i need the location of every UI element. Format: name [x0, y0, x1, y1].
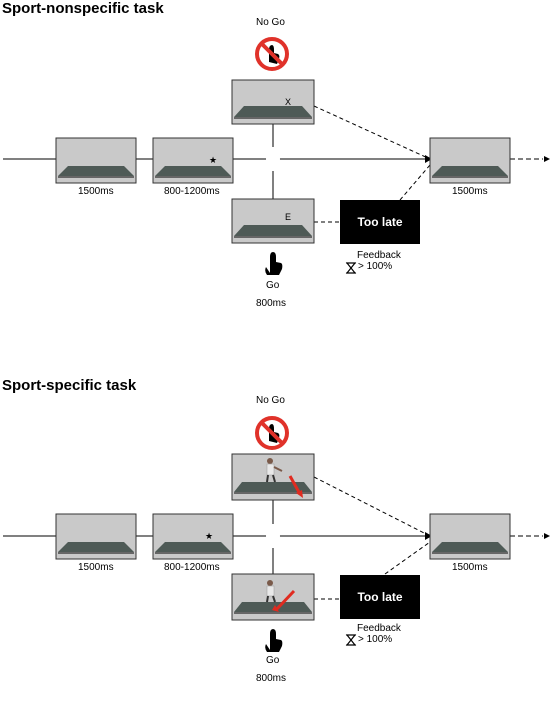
frame-nogo-player: [231, 453, 315, 501]
branch-node: [266, 152, 280, 166]
timing-first: 1500ms: [78, 562, 114, 573]
too-late-feedback-box: Too late: [340, 200, 420, 244]
timeline-end-arrowhead: [544, 156, 550, 162]
task-panel-nonspecific: Sport-nonspecific task ★: [0, 0, 553, 340]
timeline-end-arrowhead: [544, 533, 550, 539]
timing-last: 1500ms: [452, 186, 488, 197]
timing-last: 1500ms: [452, 562, 488, 573]
go-duration: 800ms: [256, 298, 287, 309]
too-late-feedback-box: Too late: [340, 575, 420, 619]
nogo-dashed-link: [313, 105, 431, 160]
trajectory-arrow: [274, 589, 296, 612]
pointing-hand-icon: [265, 252, 283, 275]
task-panel-specific: Sport-specific task ★: [0, 377, 553, 717]
frame-end: [429, 513, 511, 560]
feedback-threshold: > 100%: [358, 634, 393, 645]
no-hand-prohibition-icon: [255, 37, 289, 71]
feedback-threshold: > 100%: [358, 261, 393, 272]
no-hand-prohibition-icon: [255, 416, 289, 450]
feedback-label: Feedback: [357, 250, 401, 261]
frame-cue: ★: [152, 137, 234, 184]
frame-go: [231, 198, 315, 244]
feedback-dashed-link: [399, 164, 431, 201]
hourglass-icon: [345, 634, 357, 646]
trial-flow-diagram: ★: [3, 416, 550, 652]
frame-cue: ★: [152, 513, 234, 560]
trajectory-arrow: [288, 475, 302, 495]
go-stimulus-letter: E: [285, 212, 292, 222]
panel-title: Sport-nonspecific task: [2, 0, 164, 17]
go-label: Go: [266, 280, 280, 291]
nogo-dashed-link: [313, 476, 431, 537]
go-duration: 800ms: [256, 673, 287, 684]
timing-cue: 800-1200ms: [164, 562, 220, 573]
branch-node: [266, 529, 280, 543]
nogo-label: No Go: [256, 395, 285, 406]
nogo-label: No Go: [256, 17, 285, 28]
hourglass-icon: [345, 262, 357, 274]
timing-first: 1500ms: [78, 186, 114, 197]
frame-nogo: [231, 79, 315, 125]
svg-text:★: ★: [209, 156, 217, 166]
timing-cue: 800-1200ms: [164, 186, 220, 197]
timeline-arrowhead: [425, 155, 432, 163]
frame-fixation: [55, 513, 137, 560]
panel-title: Sport-specific task: [2, 377, 137, 394]
pointing-hand-icon: [265, 629, 283, 652]
svg-text:★: ★: [205, 532, 213, 542]
nogo-stimulus-letter: X: [285, 97, 292, 107]
trial-flow-diagram: ★: [3, 37, 550, 275]
go-label: Go: [266, 655, 280, 666]
frame-fixation: [55, 137, 137, 184]
feedback-label: Feedback: [357, 623, 401, 634]
feedback-dashed-link: [384, 541, 431, 575]
frame-end: [429, 137, 511, 184]
frame-go-player: [231, 573, 315, 621]
